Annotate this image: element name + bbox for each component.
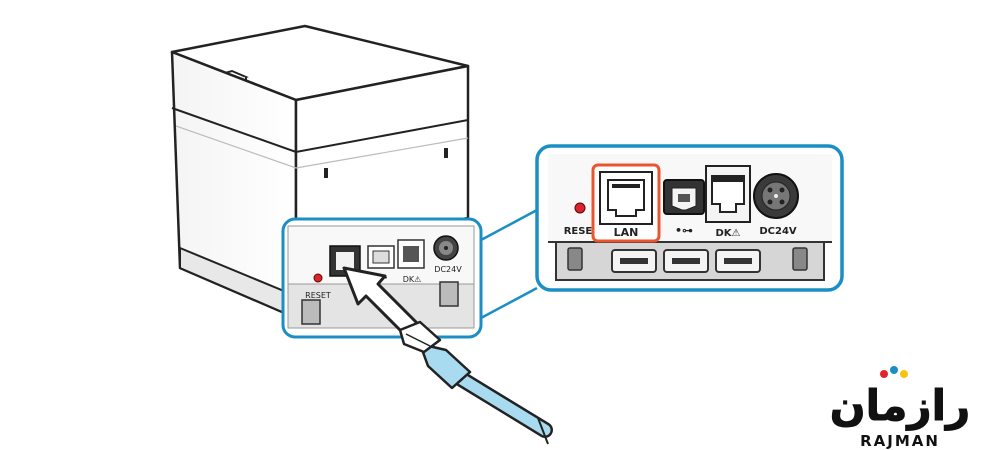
lan-cable (398, 320, 553, 445)
zoom-callout-lines (480, 208, 538, 320)
dc-port-zoom: DC24V (753, 173, 799, 237)
usb-label-zoom: •⊶ (675, 224, 693, 237)
foot-zoom (792, 247, 808, 271)
usb-port-small: •⊶ (367, 245, 395, 282)
dc-label: DC24V (434, 265, 462, 274)
reset-label: RESET (305, 291, 331, 300)
reset-led-zoom (574, 202, 586, 214)
dk-port-small: DK⚠ (397, 239, 425, 284)
foot (439, 281, 459, 307)
reset-led (313, 273, 323, 283)
dc-label-zoom: DC24V (759, 226, 797, 237)
reset-label-zoom: RESE (564, 226, 593, 237)
rear-panel-zoom: RESE LAN •⊶ DK⚠ (535, 144, 844, 292)
usb-a-port (715, 249, 761, 273)
lan-label-zoom: LAN (614, 226, 639, 239)
rear-panel-highlight: RESET •⊶ DK⚠ DC24V (281, 217, 483, 339)
foot-zoom (567, 247, 583, 271)
side-slot (444, 148, 448, 158)
usb-a-port (663, 249, 709, 273)
side-slot (324, 168, 328, 178)
logo-latin: RAJMAN (860, 432, 940, 450)
dk-label-zoom: DK⚠ (715, 228, 740, 239)
foot (301, 299, 321, 325)
dk-label: DK⚠ (403, 275, 422, 284)
dk-port-zoom: DK⚠ (705, 165, 751, 239)
lan-port-zoom: LAN (591, 163, 661, 243)
printer-device (170, 24, 470, 320)
usb-a-port (611, 249, 657, 273)
logo-arabic: رازمان (830, 381, 970, 430)
dc-port-small: DC24V (433, 235, 462, 274)
usb-b-port-zoom: •⊶ (663, 179, 705, 237)
rajman-logo: رازمان RAJMAN (829, 366, 971, 450)
